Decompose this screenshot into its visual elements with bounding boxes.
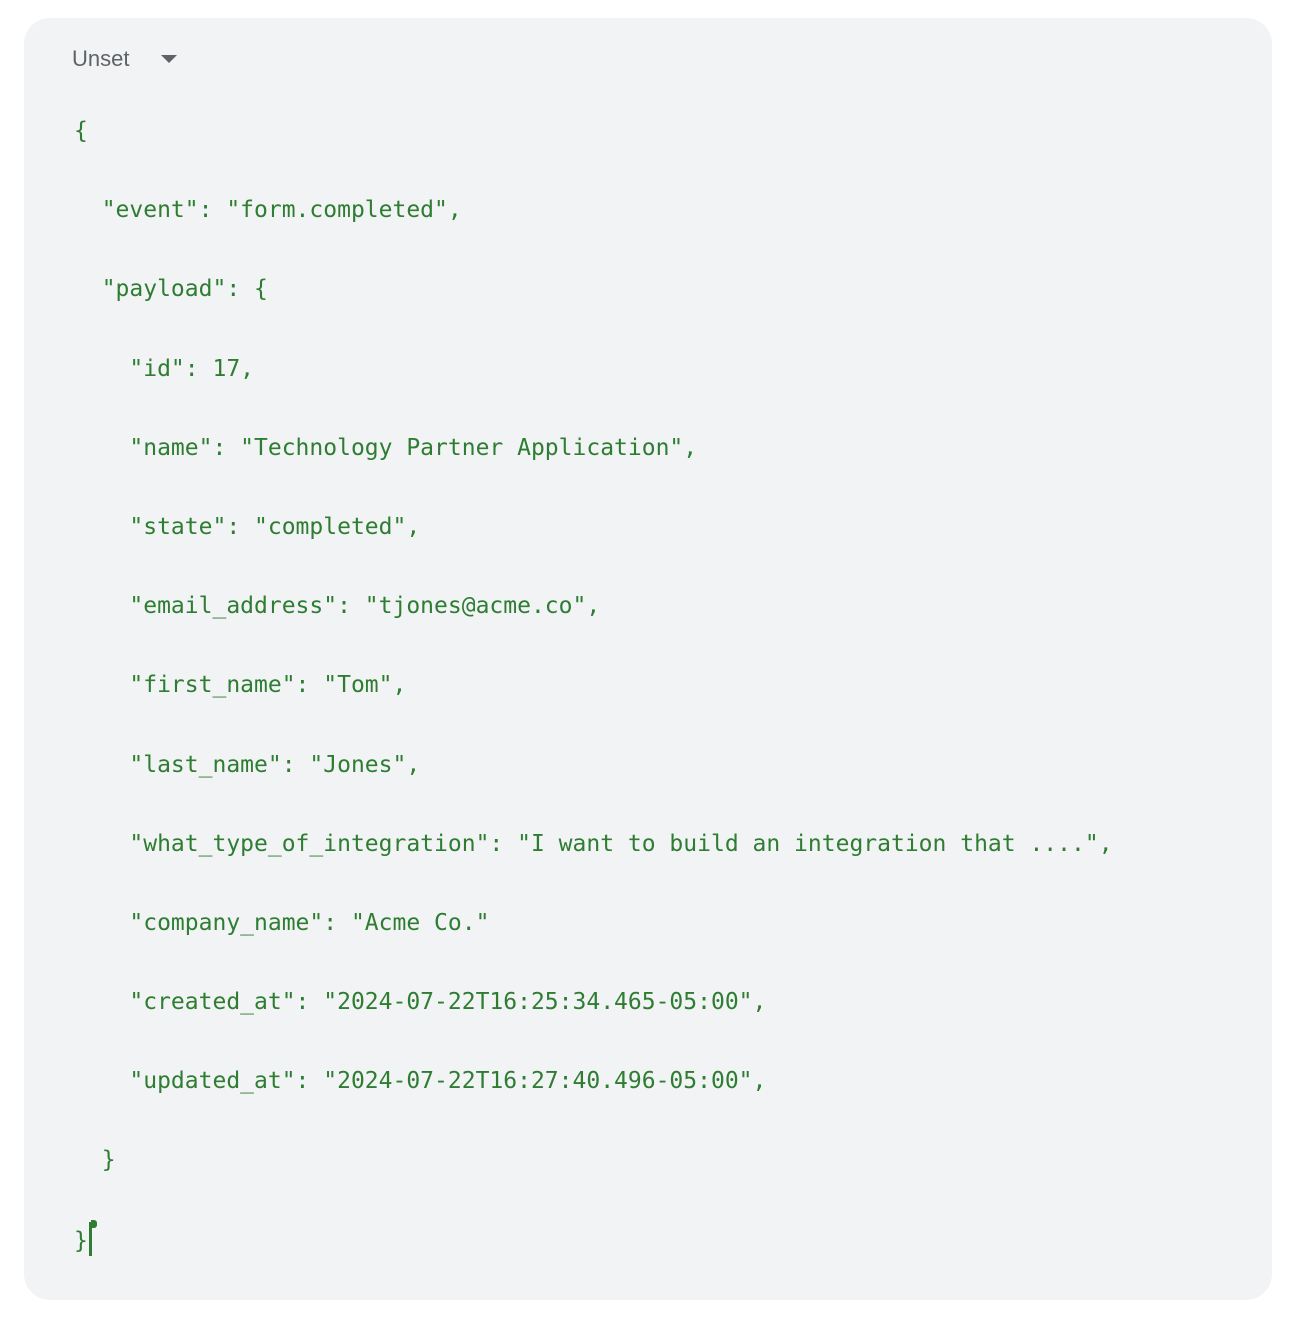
code-line: "last_name": "Jones", [74,751,421,778]
code-line: "what_type_of_integration": "I want to b… [74,830,1113,857]
code-line: "name": "Technology Partner Application"… [74,434,698,461]
code-line-last: } [74,1219,1113,1301]
code-line: "email_address": "tjones@acme.co", [74,593,601,620]
code-line: "state": "completed", [74,513,421,540]
code-line: "first_name": "Tom", [74,672,407,699]
code-line: { [74,118,88,144]
code-line: "event": "form.completed", [74,197,462,224]
code-line: } [74,1147,116,1174]
text-cursor [88,1219,97,1256]
code-line: "created_at": "2024-07-22T16:25:34.465-0… [74,989,767,1016]
code-line: "id": 17, [74,355,255,382]
language-selector-value: Unset [72,46,130,71]
code-block: Unset { "event": "form.completed", "payl… [24,18,1272,1300]
code-line: "company_name": "Acme Co." [74,909,490,936]
code-line: "updated_at": "2024-07-22T16:27:40.496-0… [74,1068,767,1095]
chevron-down-icon [161,55,178,63]
language-selector[interactable]: Unset [72,44,178,74]
code-line: "payload": { [74,276,268,303]
code-editor[interactable]: { "event": "form.completed", "payload": … [74,113,1113,1301]
code-line-text: } [74,1227,88,1254]
